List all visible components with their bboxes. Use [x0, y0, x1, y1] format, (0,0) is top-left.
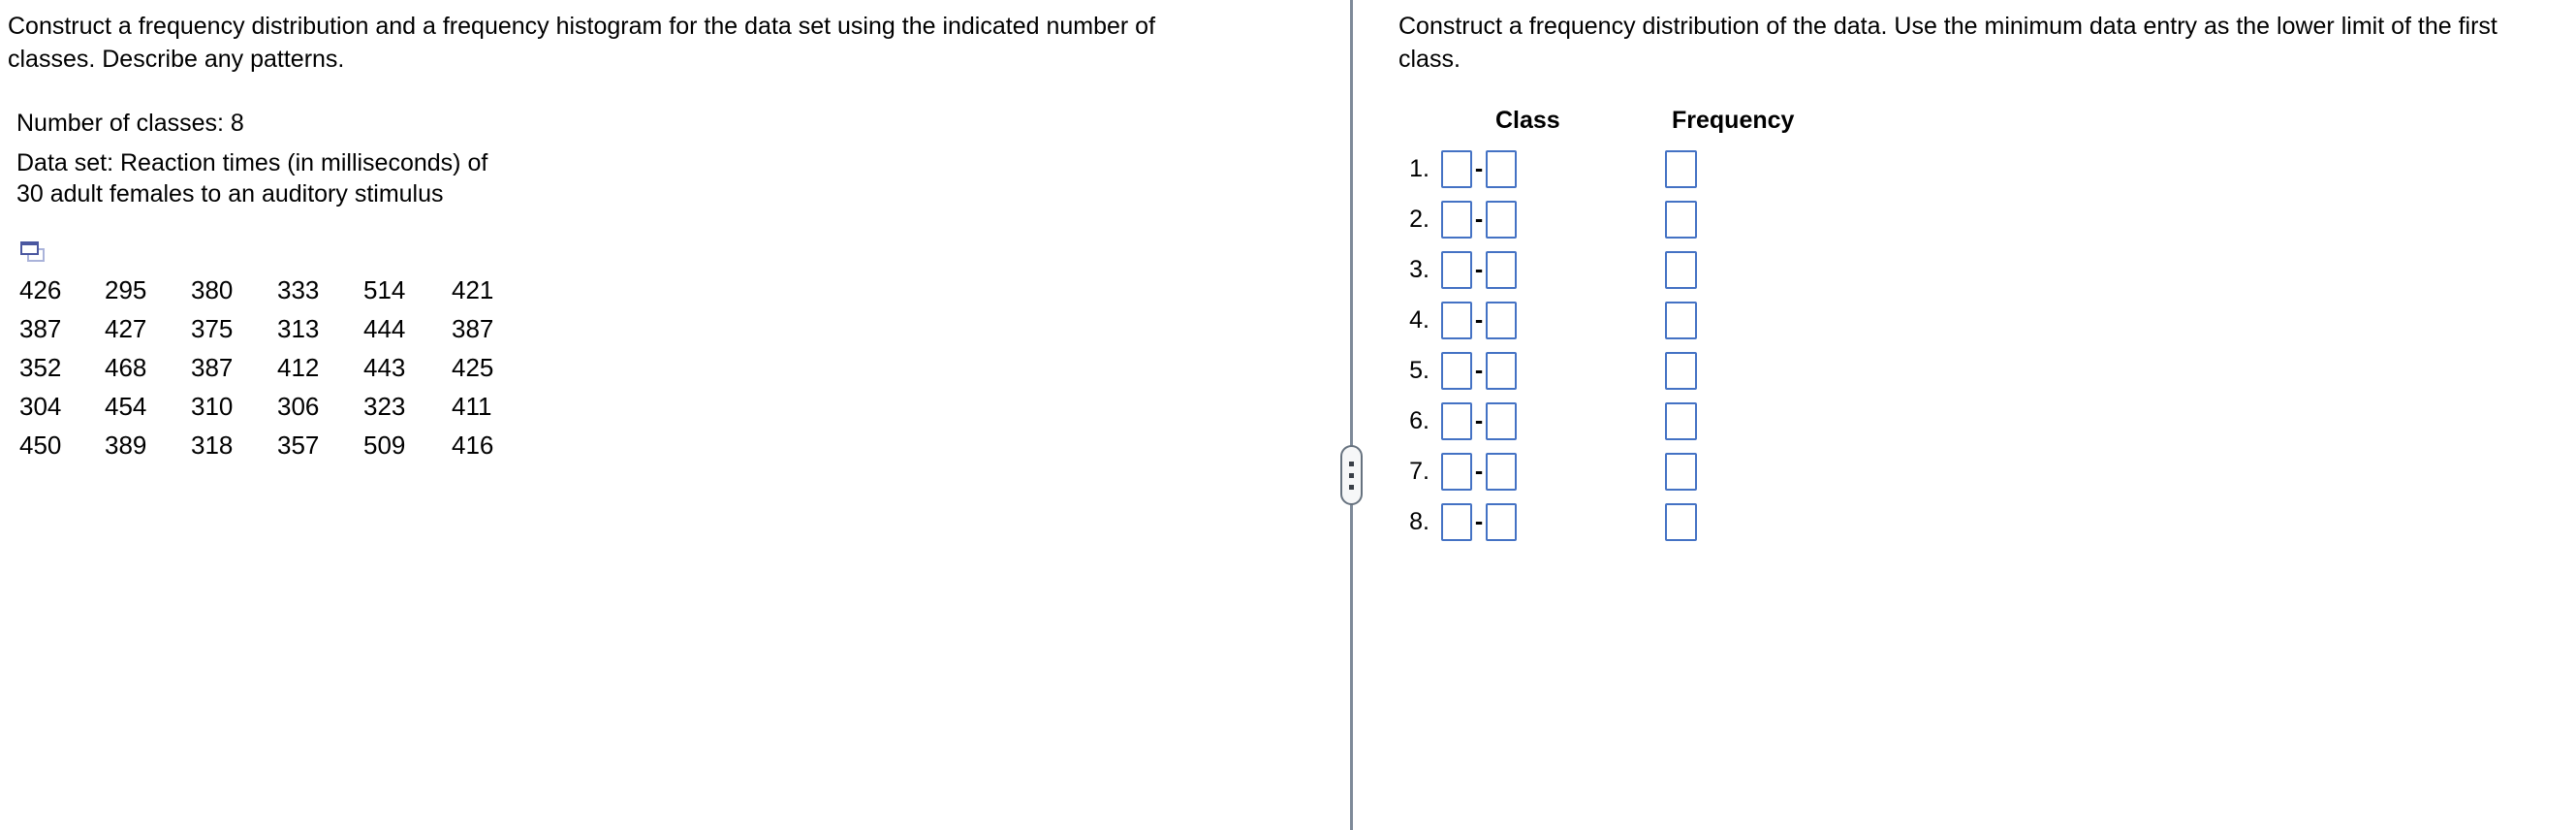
class-lower-input-4[interactable] — [1441, 302, 1472, 339]
data-value: 454 — [105, 392, 147, 421]
data-value: 318 — [191, 431, 234, 460]
class-range-separator: - — [1474, 508, 1484, 535]
drag-handle-dot — [1349, 472, 1354, 478]
class-lower-input-2[interactable] — [1441, 201, 1472, 239]
dataset-description-line1: Data set: Reaction times (in millisecond… — [16, 149, 488, 176]
data-value: 509 — [363, 431, 406, 460]
frequency-input-2[interactable] — [1665, 201, 1697, 239]
answer-row-8: 8. - — [1400, 503, 1788, 541]
class-lower-input-1[interactable] — [1441, 150, 1472, 188]
data-value: 306 — [277, 392, 320, 421]
data-value: 412 — [277, 353, 320, 382]
class-upper-input-7[interactable] — [1486, 453, 1517, 491]
data-value: 421 — [452, 275, 494, 304]
class-lower-input-7[interactable] — [1441, 453, 1472, 491]
copy-data-icon[interactable] — [20, 241, 46, 263]
data-value: 310 — [191, 392, 234, 421]
class-range-separator: - — [1474, 206, 1484, 233]
frequency-input-5[interactable] — [1665, 352, 1697, 390]
class-lower-input-6[interactable] — [1441, 402, 1472, 440]
frequency-distribution-answer-table: 1. - 2. - 3. - 4. - 5. - 6. - — [1400, 150, 1788, 554]
class-upper-input-4[interactable] — [1486, 302, 1517, 339]
number-of-classes-label: Number of classes: 8 — [16, 110, 244, 137]
frequency-input-6[interactable] — [1665, 402, 1697, 440]
class-range-separator: - — [1474, 458, 1484, 485]
class-range-separator: - — [1474, 357, 1484, 384]
panel-divider — [1350, 0, 1353, 830]
frequency-input-1[interactable] — [1665, 150, 1697, 188]
frequency-column-header: Frequency — [1672, 107, 1795, 134]
data-value: 443 — [363, 353, 406, 382]
class-upper-input-8[interactable] — [1486, 503, 1517, 541]
data-value: 514 — [363, 275, 406, 304]
row-number: 7. — [1409, 458, 1429, 485]
frequency-input-3[interactable] — [1665, 251, 1697, 289]
left-problem-statement-line2: classes. Describe any patterns. — [8, 46, 345, 73]
class-range-separator: - — [1474, 407, 1484, 434]
row-number: 3. — [1409, 256, 1429, 283]
drag-handle-dot — [1349, 461, 1354, 466]
frequency-input-4[interactable] — [1665, 302, 1697, 339]
answer-row-6: 6. - — [1400, 402, 1788, 440]
frequency-input-7[interactable] — [1665, 453, 1697, 491]
class-upper-input-5[interactable] — [1486, 352, 1517, 390]
left-problem-statement-line1: Construct a frequency distribution and a… — [8, 13, 1156, 40]
data-value: 323 — [363, 392, 406, 421]
frequency-input-8[interactable] — [1665, 503, 1697, 541]
data-value: 304 — [19, 392, 62, 421]
row-number: 1. — [1409, 155, 1429, 182]
class-range-separator: - — [1474, 306, 1484, 334]
row-number: 5. — [1409, 357, 1429, 384]
answer-row-4: 4. - — [1400, 302, 1788, 339]
drag-handle-dot — [1349, 484, 1354, 490]
data-value: 380 — [191, 275, 234, 304]
data-value: 333 — [277, 275, 320, 304]
answer-row-7: 7. - — [1400, 453, 1788, 491]
data-value: 375 — [191, 314, 234, 343]
data-value: 416 — [452, 431, 494, 460]
row-number: 8. — [1409, 508, 1429, 535]
row-number: 2. — [1409, 206, 1429, 233]
class-lower-input-3[interactable] — [1441, 251, 1472, 289]
data-value: 387 — [19, 314, 62, 343]
right-problem-statement: Construct a frequency distribution of th… — [1398, 10, 2497, 76]
data-value: 468 — [105, 353, 147, 382]
class-upper-input-2[interactable] — [1486, 201, 1517, 239]
left-problem-statement: Construct a frequency distribution and a… — [8, 10, 1155, 76]
class-lower-input-8[interactable] — [1441, 503, 1472, 541]
class-upper-input-1[interactable] — [1486, 150, 1517, 188]
answer-row-3: 3. - — [1400, 251, 1788, 289]
data-value: 444 — [363, 314, 406, 343]
class-upper-input-3[interactable] — [1486, 251, 1517, 289]
answer-row-2: 2. - — [1400, 201, 1788, 239]
data-value: 357 — [277, 431, 320, 460]
data-value: 389 — [105, 431, 147, 460]
row-number: 4. — [1409, 306, 1429, 334]
data-value: 425 — [452, 353, 494, 382]
divider-drag-handle[interactable] — [1340, 445, 1363, 505]
right-problem-statement-line2: class. — [1398, 46, 1461, 73]
class-upper-input-6[interactable] — [1486, 402, 1517, 440]
dataset-description-line2: 30 adult females to an auditory stimulus — [16, 180, 444, 208]
data-value: 313 — [277, 314, 320, 343]
data-value: 295 — [105, 275, 147, 304]
copy-data-icon-front-window — [20, 241, 39, 255]
data-value: 411 — [452, 392, 492, 421]
data-value: 387 — [191, 353, 234, 382]
dataset-description: Data set: Reaction times (in millisecond… — [16, 147, 487, 209]
row-number: 6. — [1409, 407, 1429, 434]
right-problem-statement-line1: Construct a frequency distribution of th… — [1398, 13, 2497, 40]
class-column-header: Class — [1495, 107, 1560, 134]
data-table: 426 295 380 333 514 421 387 427 375 313 … — [19, 271, 494, 464]
class-lower-input-5[interactable] — [1441, 352, 1472, 390]
class-range-separator: - — [1474, 155, 1484, 182]
data-value: 426 — [19, 275, 62, 304]
data-value: 387 — [452, 314, 494, 343]
class-range-separator: - — [1474, 256, 1484, 283]
data-value: 427 — [105, 314, 147, 343]
answer-row-1: 1. - — [1400, 150, 1788, 188]
data-value: 352 — [19, 353, 62, 382]
data-value: 450 — [19, 431, 62, 460]
answer-row-5: 5. - — [1400, 352, 1788, 390]
